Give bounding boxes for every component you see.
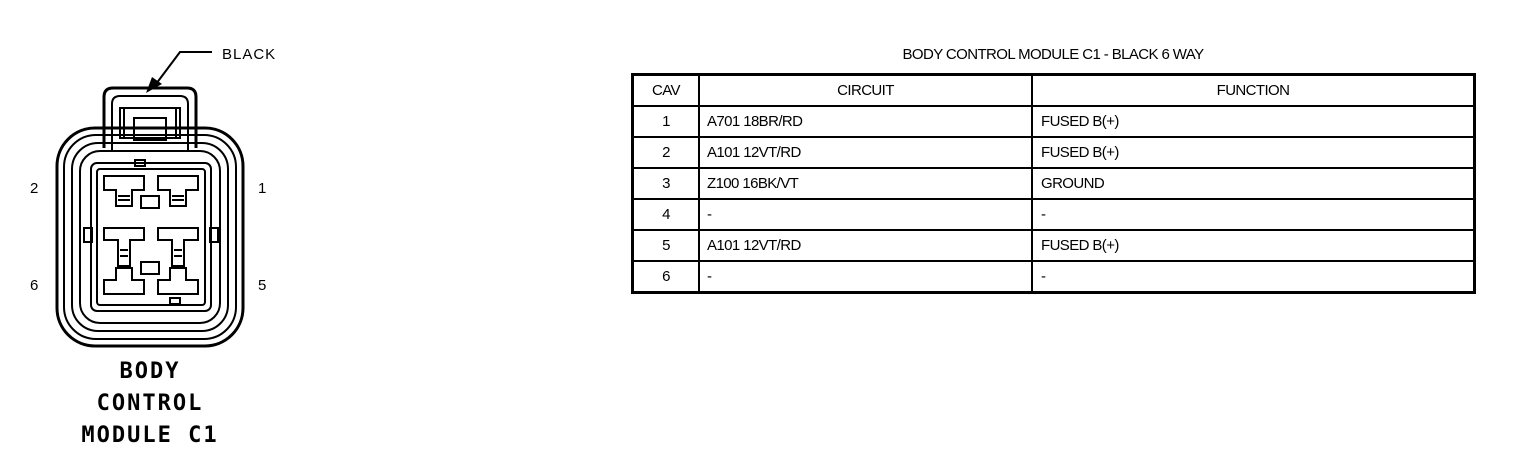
cavity-2	[103, 175, 145, 207]
cav-cell: 3	[631, 167, 700, 200]
function-cell: GROUND	[1031, 167, 1476, 200]
function-cell: -	[1031, 198, 1476, 231]
table-row: 2 A101 12VT/RD FUSED B(+)	[631, 136, 1476, 169]
pinout-table: CAV CIRCUIT FUNCTION 1 A701 18BR/RD FUSE…	[631, 73, 1476, 294]
circuit-cell: -	[698, 260, 1033, 294]
pin-label-6: 6	[30, 277, 38, 294]
header-cav: CAV	[631, 73, 700, 107]
connector-name-line-3: MODULE C1	[81, 423, 219, 448]
circuit-cell: A701 18BR/RD	[698, 105, 1033, 138]
function-cell: FUSED B(+)	[1031, 105, 1476, 138]
cav-cell: 2	[631, 136, 700, 169]
center-key-bottom	[140, 261, 160, 275]
center-key-top	[140, 195, 160, 209]
pin-label-5: 5	[258, 277, 266, 294]
header-function: FUNCTION	[1031, 73, 1476, 107]
table-row: 1 A701 18BR/RD FUSED B(+)	[631, 105, 1476, 138]
table-title: BODY CONTROL MODULE C1 - BLACK 6 WAY	[902, 46, 1205, 63]
cav-cell: 5	[631, 229, 700, 262]
connector-name-line-2: CONTROL	[96, 391, 204, 416]
pin-label-1: 1	[258, 180, 266, 197]
circuit-cell: Z100 16BK/VT	[698, 167, 1033, 200]
cavity-1	[157, 175, 199, 207]
cavity-6	[103, 267, 145, 295]
connector-face-diagram: BLACK	[30, 46, 276, 348]
function-cell: FUSED B(+)	[1031, 229, 1476, 262]
pin-label-2: 2	[30, 180, 38, 197]
connector-color-label: BLACK	[222, 46, 276, 63]
cav-cell: 1	[631, 105, 700, 138]
terminal-block	[83, 159, 219, 312]
connector-name-line-1: BODY	[119, 359, 181, 384]
table-row: 5 A101 12VT/RD FUSED B(+)	[631, 229, 1476, 262]
table-row: 6 - -	[631, 260, 1476, 294]
circuit-cell: A101 12VT/RD	[698, 229, 1033, 262]
cav-cell: 6	[631, 260, 700, 294]
table-header-row: CAV CIRCUIT FUNCTION	[631, 73, 1476, 107]
table-row: 4 - -	[631, 198, 1476, 231]
connector-name: BODY CONTROL MODULE C1	[60, 356, 240, 452]
connector-shell	[55, 126, 245, 348]
circuit-cell: -	[698, 198, 1033, 231]
function-cell: FUSED B(+)	[1031, 136, 1476, 169]
table-row: 3 Z100 16BK/VT GROUND	[631, 167, 1476, 200]
cavity-3-4	[103, 227, 199, 267]
function-cell: -	[1031, 260, 1476, 294]
cavity-5	[157, 267, 199, 295]
cav-cell: 4	[631, 198, 700, 231]
connector-latch	[102, 86, 198, 150]
circuit-cell: A101 12VT/RD	[698, 136, 1033, 169]
header-circuit: CIRCUIT	[698, 73, 1033, 107]
